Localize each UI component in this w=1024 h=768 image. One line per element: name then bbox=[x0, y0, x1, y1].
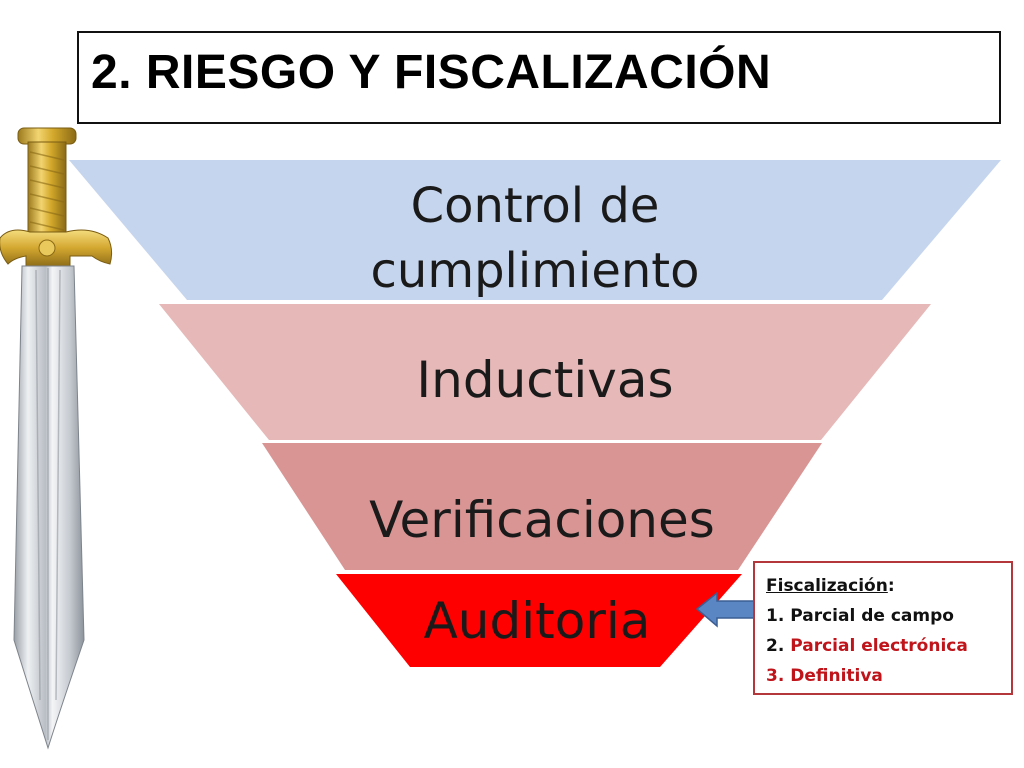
pyramid-layer-control-cumplimiento bbox=[69, 160, 1001, 300]
layer-label-control-line2: cumplimiento bbox=[371, 243, 700, 299]
fiscalizacion-callout: Fiscalización: 1. Parcial de campo 2. Pa… bbox=[753, 561, 1013, 695]
inverted-pyramid: Control de cumplimiento Inductivas Verif… bbox=[69, 160, 1001, 667]
layer-label-verificaciones: Verificaciones bbox=[369, 491, 715, 549]
callout-heading-row: Fiscalización: bbox=[766, 576, 895, 596]
callout-heading: Fiscalización bbox=[766, 576, 888, 596]
layer-label-auditoria: Auditoria bbox=[424, 592, 651, 650]
sword-illustration bbox=[0, 127, 113, 750]
callout-item-1: 1. Parcial de campo bbox=[766, 606, 954, 626]
callout-item-3: 3. Definitiva bbox=[766, 666, 883, 686]
pyramid-layer-auditoria bbox=[336, 574, 742, 667]
page-title: 2. RIESGO Y FISCALIZACIÓN bbox=[91, 46, 772, 99]
pyramid-layer-inductivas bbox=[159, 304, 931, 440]
pyramid-layer-verificaciones bbox=[262, 443, 822, 570]
layer-label-control-line1: Control de bbox=[411, 178, 660, 234]
layer-label-inductivas: Inductivas bbox=[416, 351, 673, 409]
sword-blade bbox=[13, 265, 85, 750]
title-box: 2. RIESGO Y FISCALIZACIÓN bbox=[77, 31, 1001, 124]
callout-item-2: 2. Parcial electrónica bbox=[766, 636, 968, 656]
sword-grip bbox=[27, 141, 67, 235]
sword-crossguard bbox=[0, 229, 113, 267]
